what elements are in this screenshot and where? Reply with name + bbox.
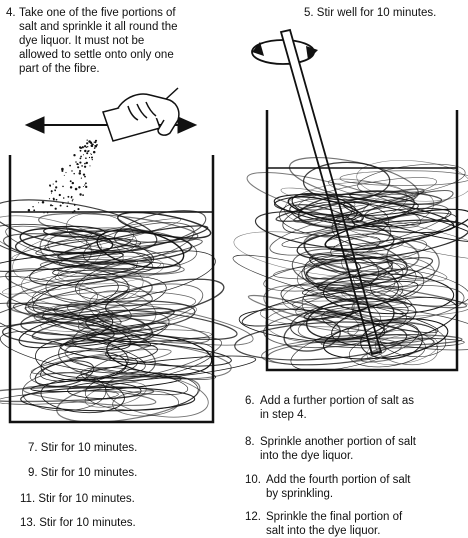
step-13-text: 13. Stir for 10 minutes. — [20, 516, 220, 530]
step-number: 4. — [6, 7, 16, 19]
step-line: Stir for 10 minutes. — [38, 493, 135, 505]
step-line: Take one of the five portions of — [19, 7, 176, 19]
right-fibre-loops — [232, 156, 468, 371]
step-number: 6. — [245, 395, 255, 407]
step-line: into the dye liquor. — [260, 450, 354, 462]
step-4-text: 4. Take one of the five portions of salt… — [6, 6, 216, 76]
step-line: salt and sprinkle it all round the — [19, 21, 178, 33]
step-line: by sprinkling. — [266, 488, 334, 500]
step-10-text: 10. Add the fourth portion of salt by sp… — [245, 473, 465, 501]
step-line: Sprinkle another portion of salt — [260, 436, 416, 448]
step-line: dye liquor. It must not be — [19, 35, 145, 47]
step-line: allowed to settle onto only one — [19, 49, 174, 61]
step-number: 11. — [20, 493, 36, 505]
step-number: 12. — [245, 511, 261, 523]
step-5-text: 5. Stir well for 10 minutes. — [304, 6, 464, 20]
left-fibre-loops — [0, 199, 257, 423]
step-line: in step 4. — [260, 409, 307, 421]
step-number: 8. — [245, 436, 255, 448]
step-line: Stir well for 10 minutes. — [316, 7, 437, 19]
step-9-text: 9. Stir for 10 minutes. — [28, 466, 218, 480]
step-number: 13. — [20, 517, 36, 529]
step-12-text: 12. Sprinkle the final portion of salt i… — [245, 510, 465, 538]
step-11-text: 11. Stir for 10 minutes. — [20, 492, 220, 506]
step-8-text: 8. Sprinkle another portion of salt into… — [245, 435, 465, 463]
step-7-text: 7. Stir for 10 minutes. — [28, 441, 218, 455]
step-number: 10. — [245, 474, 261, 486]
step-line: Stir for 10 minutes. — [40, 442, 138, 454]
stirring-rod — [279, 28, 383, 356]
step-line: Stir for 10 minutes. — [40, 467, 138, 479]
hand-with-salt-packet-icon — [102, 87, 180, 142]
falling-salt-particles — [27, 139, 98, 214]
step-number: 5. — [304, 7, 314, 19]
left-dye-tank — [8, 155, 215, 424]
step-line: Stir for 10 minutes. — [39, 517, 136, 529]
step-line: Sprinkle the final portion of — [266, 511, 403, 523]
step-line: Add the fourth portion of salt — [266, 474, 411, 486]
step-line: part of the fibre. — [19, 63, 100, 75]
step-number: 7. — [28, 442, 38, 454]
step-6-text: 6. Add a further portion of salt as in s… — [245, 394, 465, 422]
step-line: salt into the dye liquor. — [266, 525, 381, 537]
step-number: 9. — [28, 467, 38, 479]
step-line: Add a further portion of salt as — [260, 395, 415, 407]
